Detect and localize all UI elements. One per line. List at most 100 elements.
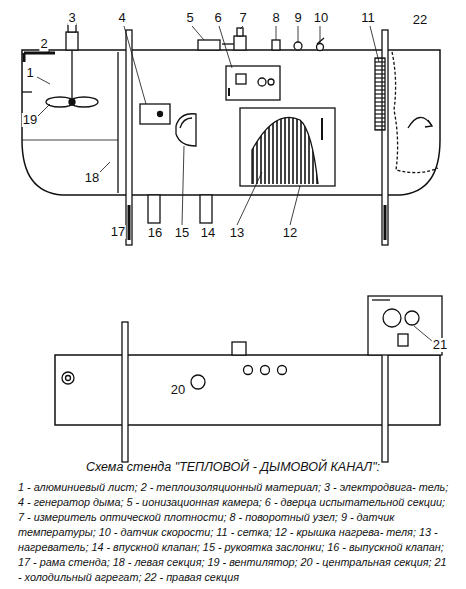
insulation: [22, 91, 32, 92]
optical-density-meter: [234, 36, 246, 50]
callout-number: 2: [39, 37, 48, 51]
refrigeration-unit: [398, 334, 408, 346]
leader-line: [414, 326, 432, 341]
damper-handle: [176, 114, 196, 146]
right-section-cutaway: [425, 120, 432, 127]
callout-number: 12: [282, 226, 298, 240]
leader-line: [290, 186, 300, 225]
leader-line: [370, 26, 379, 62]
central-section: [191, 375, 205, 389]
insulation: [22, 52, 118, 193]
stand-frame: [128, 205, 131, 240]
mesh: [375, 58, 385, 130]
leader-line: [192, 26, 204, 40]
housing: [22, 50, 440, 195]
leader-line: [37, 26, 432, 341]
leader-line: [124, 26, 146, 104]
stand-frame: [126, 30, 132, 245]
leader-line: [276, 26, 277, 40]
insulation: [117, 52, 118, 193]
stand-frame-bottom: [122, 322, 388, 462]
motor: [71, 50, 72, 98]
leader-line: [182, 146, 184, 225]
callout-number: 14: [200, 226, 216, 240]
callout-number: 17: [110, 225, 126, 239]
mesh: [375, 58, 385, 130]
refrigeration-unit: [383, 309, 401, 327]
test-door: [258, 78, 266, 86]
motor: [68, 24, 76, 32]
callout-number: 19: [22, 113, 38, 127]
leader-line: [219, 26, 232, 68]
leader-line: [298, 26, 299, 42]
leader-line: [37, 77, 50, 84]
callout-number: 3: [67, 11, 76, 25]
leader-line: [38, 104, 50, 116]
refrigeration-unit: [372, 299, 390, 300]
fan: [69, 99, 75, 105]
sensors: [317, 38, 324, 44]
callout-number: 8: [271, 11, 280, 25]
diagram-caption: 1 - алюминиевый лист; 2 - теплоизоляцион…: [18, 480, 450, 585]
callout-number: 9: [293, 11, 302, 25]
central-section: [278, 366, 287, 375]
sensors: [317, 44, 324, 51]
heater: [252, 100, 322, 190]
sensors: [272, 40, 280, 50]
test-door: [268, 79, 274, 85]
heater-cover: [321, 118, 323, 140]
central-section: [62, 372, 74, 384]
damper-handle: [176, 114, 196, 146]
leader-line: [237, 172, 262, 225]
callout-number: 4: [117, 11, 126, 25]
fan: [46, 97, 98, 107]
optical-density-meter: [222, 43, 234, 44]
damper-handle: [180, 118, 192, 128]
motor: [66, 32, 78, 50]
callout-number: 7: [238, 11, 247, 25]
sensors: [294, 42, 302, 50]
smoke-generator: [140, 104, 170, 124]
callout-number: 20: [170, 383, 186, 397]
ionization-chamber: [198, 40, 220, 50]
right-section-cutaway: [392, 52, 438, 173]
central-section: [66, 376, 71, 381]
fan: [70, 97, 98, 107]
callout-number: 5: [185, 11, 194, 25]
valves: [200, 195, 212, 223]
callout-number: 18: [84, 171, 100, 185]
smoke-generator: [140, 104, 170, 124]
valves: [148, 195, 160, 223]
optical-density-meter: [237, 28, 243, 36]
smoke-generator: [158, 112, 163, 117]
right-section-cutaway: [392, 52, 438, 173]
leader-line: [100, 162, 110, 172]
callout-number: 22: [412, 13, 428, 27]
heater: [252, 117, 318, 184]
ionization-chamber: [198, 40, 220, 50]
callout-number: 10: [313, 11, 329, 25]
stand-frame: [384, 205, 387, 240]
stand-frame-bottom: [122, 322, 128, 462]
motor: [66, 24, 78, 98]
housing: [22, 140, 118, 141]
central-section: [261, 366, 270, 375]
test-door: [228, 88, 230, 96]
right-section-cutaway: [408, 117, 432, 128]
leader-line: [44, 51, 50, 54]
central-section: [232, 342, 246, 355]
callout-number: 13: [229, 226, 245, 240]
heater: [252, 100, 322, 190]
leader-line: [320, 26, 321, 43]
callout-number: 1: [25, 66, 34, 80]
valves: [148, 195, 212, 223]
test-door: [226, 66, 280, 100]
callout-number: 6: [213, 11, 222, 25]
callout-number: 21: [432, 338, 448, 352]
insulation: [24, 53, 55, 62]
housing: [22, 50, 440, 195]
refrigeration-unit: [405, 311, 419, 325]
central-section: [244, 366, 253, 375]
callout-number: 11: [360, 11, 376, 25]
